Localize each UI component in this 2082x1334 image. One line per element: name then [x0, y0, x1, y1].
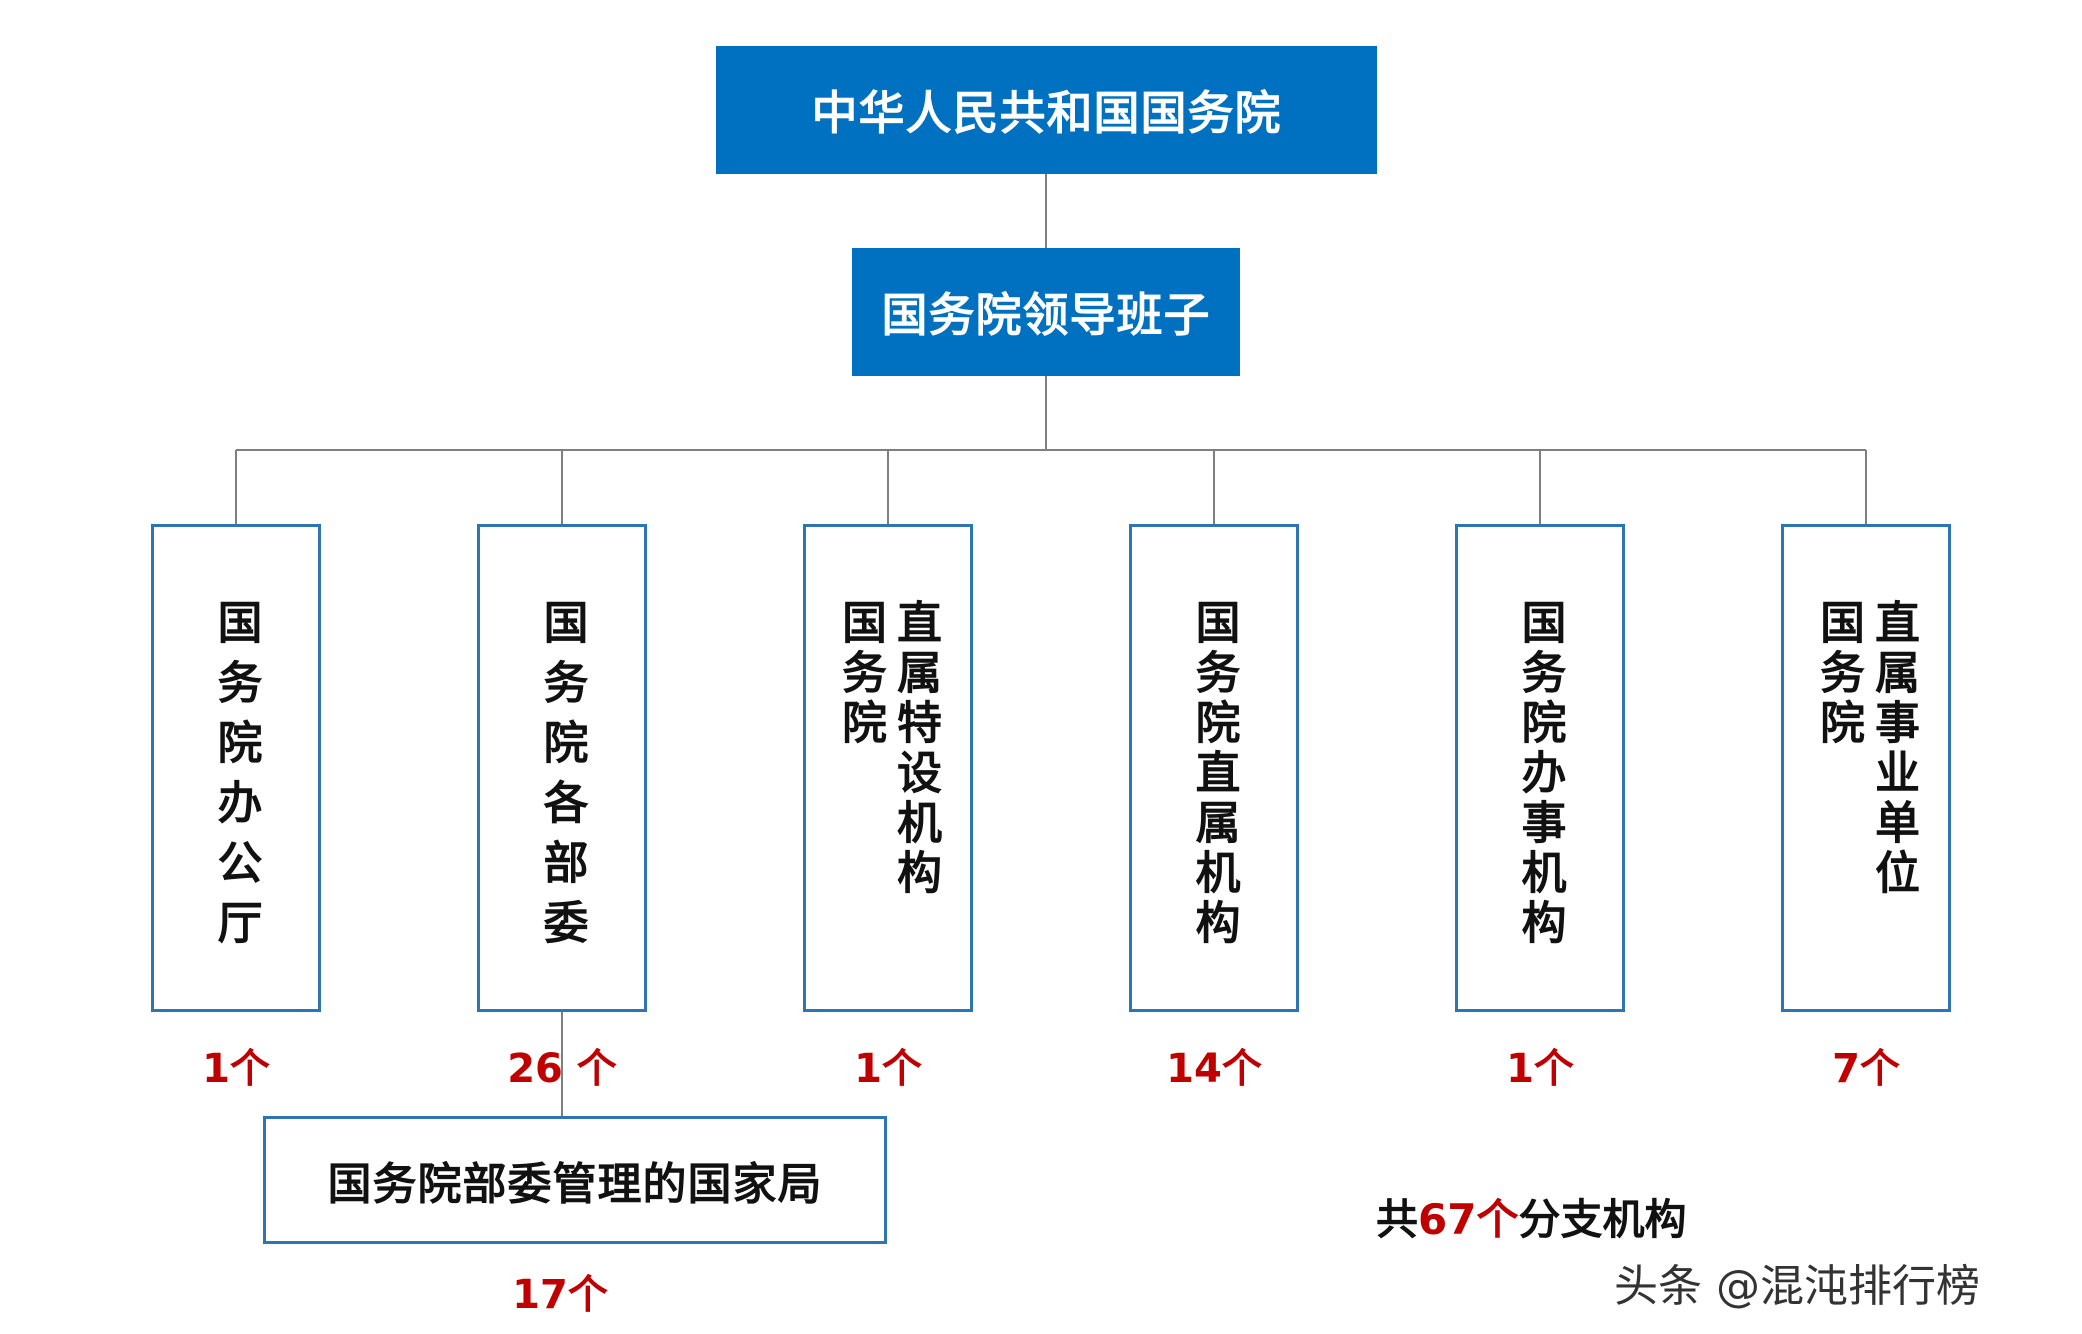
- total-summary: 共67个分支机构: [1376, 1186, 1686, 1247]
- branch-label-line-2: 国务院: [1812, 599, 1865, 749]
- branch-count-ministries: 26 个: [507, 1046, 617, 1092]
- branch-label-line-1: 直属特设机构: [889, 599, 942, 899]
- branch-node-office: 国务院办公厅: [151, 524, 321, 1012]
- branch-label-line-1: 直属事业单位: [1867, 599, 1920, 899]
- branch-node-direct: 国务院直属机构: [1129, 524, 1299, 1012]
- sub-node-label: 国务院部委管理的国家局: [327, 1159, 823, 1210]
- branch-count-admin-office: 1个: [1506, 1046, 1574, 1092]
- branch-count-direct: 14个: [1166, 1046, 1262, 1092]
- branch-label: 国务院办公厅: [209, 599, 263, 959]
- sub-node-count: 17个: [512, 1272, 608, 1318]
- leadership-node-label: 国务院领导班子: [881, 288, 1211, 342]
- branch-count-office: 1个: [202, 1046, 270, 1092]
- branch-label: 国务院各部委: [535, 599, 589, 959]
- branch-node-admin-office: 国务院办事机构: [1455, 524, 1625, 1012]
- sub-node-national-bureaus: 国务院部委管理的国家局: [263, 1116, 887, 1244]
- branch-node-institutions: 直属事业单位 国务院: [1781, 524, 1951, 1012]
- root-node-label: 中华人民共和国国务院: [811, 86, 1282, 140]
- leadership-node: 国务院领导班子: [852, 248, 1240, 376]
- total-prefix: 共: [1376, 1195, 1419, 1244]
- total-suffix: 分支机构: [1518, 1195, 1687, 1244]
- branch-node-special: 直属特设机构 国务院: [803, 524, 973, 1012]
- branch-node-ministries: 国务院各部委: [477, 524, 647, 1012]
- branch-label: 国务院办事机构: [1513, 599, 1567, 949]
- branch-label: 国务院直属机构: [1187, 599, 1241, 949]
- branch-count-institutions: 7个: [1832, 1046, 1900, 1092]
- total-number: 67个: [1418, 1195, 1519, 1244]
- branch-count-special: 1个: [854, 1046, 922, 1092]
- root-node-state-council: 中华人民共和国国务院: [716, 46, 1377, 174]
- watermark: 头条 @混沌排行榜: [1614, 1261, 1980, 1312]
- branch-label-line-2: 国务院: [834, 599, 887, 749]
